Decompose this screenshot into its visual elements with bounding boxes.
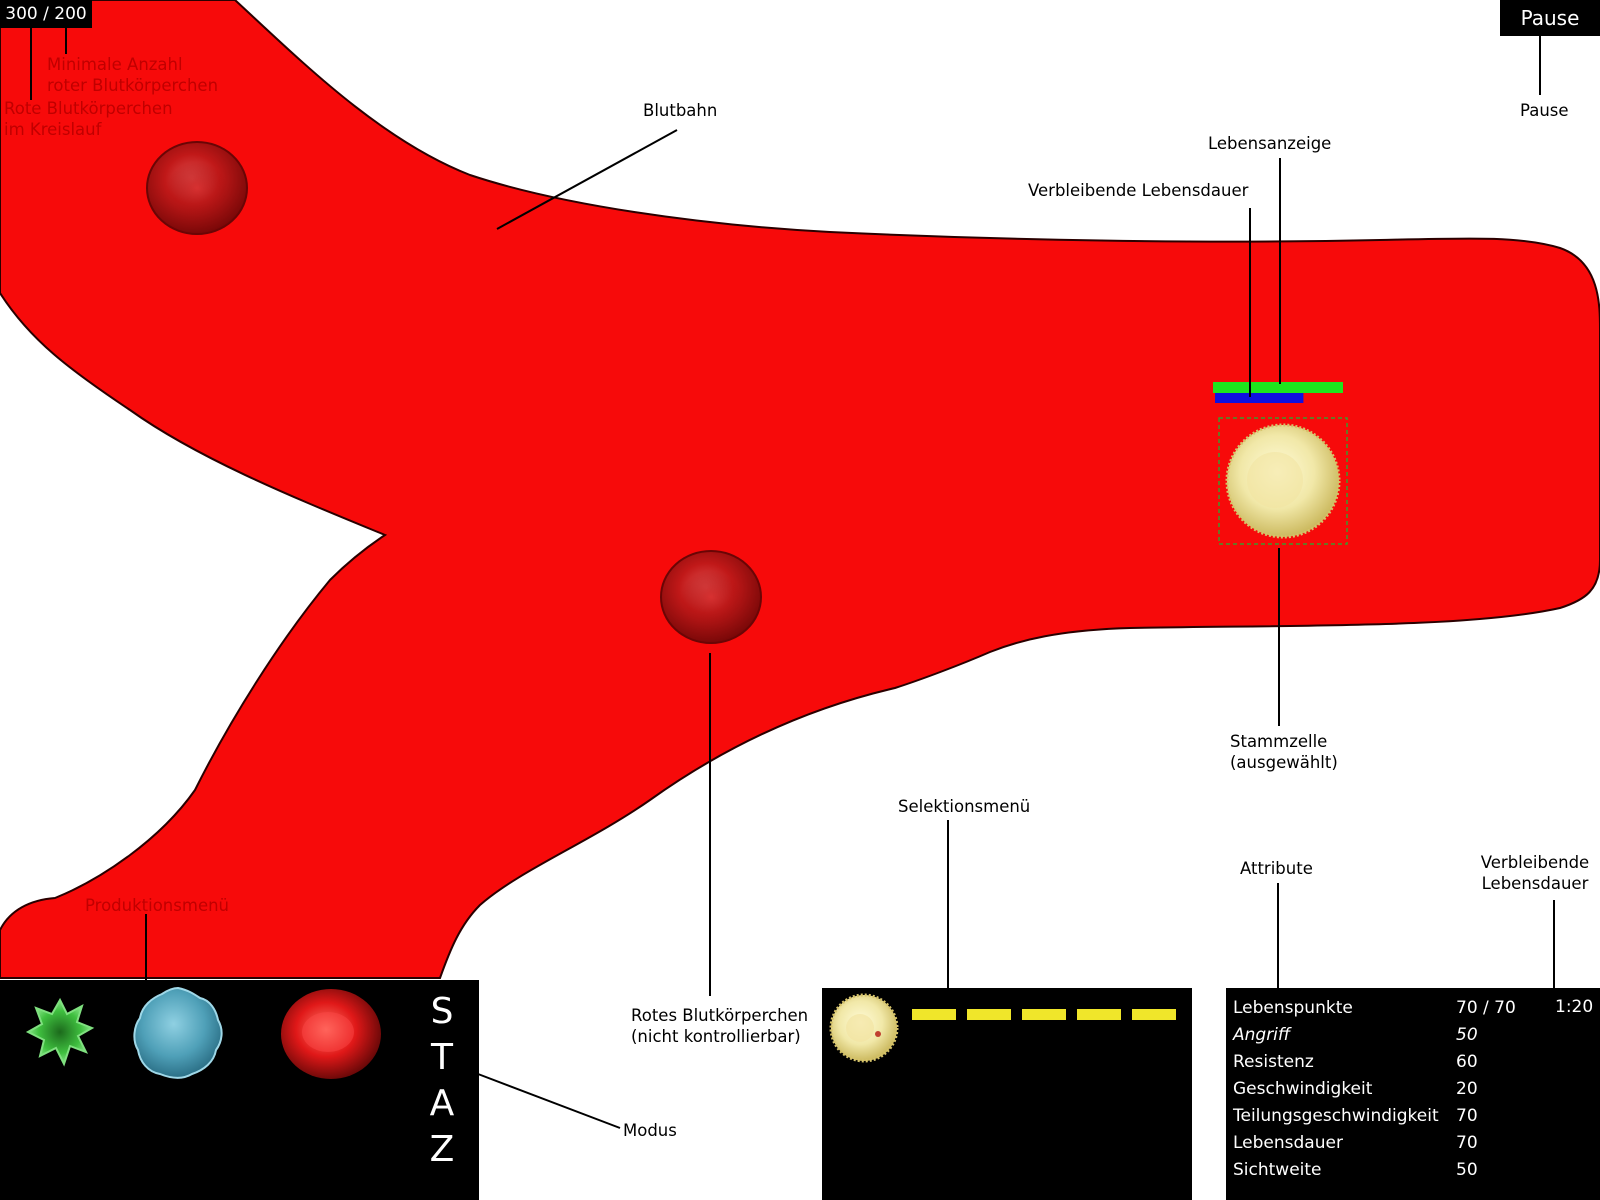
attribute-value: 70 / 70 [1456,998,1516,1018]
health-bar [1213,382,1343,393]
mode-letter[interactable]: S [430,991,454,1032]
red-blood-cell [660,550,762,644]
queue-slot[interactable] [967,1009,1011,1020]
attribute-name: Resistenz [1233,1052,1314,1072]
label-bloodstream: Blutbahn [643,101,718,120]
stem-cell-selected[interactable] [1218,417,1348,545]
label-red-blood-cell: Rotes Blutkörperchen (nicht kontrollierb… [631,1006,809,1046]
red-blood-cell [146,141,248,235]
pause-button[interactable]: Pause [1500,0,1600,36]
mode-letter[interactable]: T [431,1037,453,1078]
red-blood-cell-icon[interactable] [278,986,384,1082]
attribute-row: Resistenz 60 [1233,1049,1593,1076]
attribute-name: Sichtweite [1233,1160,1322,1180]
attribute-value: 60 [1456,1052,1478,1072]
mode-letter[interactable]: Z [429,1129,455,1170]
label-remaining-lifetime-bar: Verbleibende Lebensdauer [1028,181,1249,200]
attribute-value: 70 [1456,1133,1478,1153]
attribute-value: 50 [1456,1025,1478,1045]
label-min-rbc: Minimale Anzahl roter Blutkörperchen [47,55,219,95]
queue-slot[interactable] [1077,1009,1121,1020]
attribute-value: 70 [1456,1106,1478,1126]
attributes-panel [1226,988,1600,1200]
stem-cell-icon[interactable] [826,990,902,1066]
attribute-value: 50 [1456,1160,1478,1180]
queue-slot[interactable] [1132,1009,1176,1020]
time-remaining: 1:20 [1555,997,1594,1017]
mode-letter[interactable]: A [429,1083,455,1124]
attribute-name: Angriff [1233,1025,1291,1045]
attribute-row: Lebensdauer 70 [1233,1130,1593,1157]
label-attributes: Attribute [1240,859,1313,878]
label-stem-cell: Stammzelle (ausgewählt) [1230,732,1338,772]
attribute-name: Teilungsgeschwindigkeit [1233,1106,1439,1126]
remaining-lifetime-bar [1215,393,1304,403]
label-rbc-in-circulation: Rote Blutkörperchen im Kreislauf [4,99,173,139]
label-selection-menu: Selektionsmenü [898,797,1031,816]
attribute-name: Lebenspunkte [1233,998,1353,1018]
queue-slot[interactable] [912,1009,956,1020]
green-cell-icon[interactable] [20,992,100,1072]
label-health-bar: Lebensanzeige [1208,134,1332,153]
attribute-value: 20 [1456,1079,1478,1099]
label-production-menu: Produktionsmenü [85,896,230,915]
attribute-row: Lebenspunkte 70 / 70 [1233,995,1593,1022]
attribute-row: Teilungsgeschwindigkeit 70 [1233,1103,1593,1130]
attribute-name: Geschwindigkeit [1233,1079,1373,1099]
attribute-row: Geschwindigkeit 20 [1233,1076,1593,1103]
attribute-row: Angriff 50 [1233,1022,1593,1049]
rbc-counter: 300 / 200 [0,0,92,28]
selection-menu [822,988,1192,1200]
attribute-name: Lebensdauer [1233,1133,1343,1153]
selection-box [1218,417,1348,545]
blue-cell-icon[interactable] [128,982,228,1082]
attribute-row: Sichtweite 50 [1233,1157,1593,1184]
label-mode: Modus [623,1121,677,1140]
queue-slot[interactable] [1022,1009,1066,1020]
label-remaining-lifetime: Verbleibende Lebensdauer [1480,853,1590,893]
annotation-lines [30,28,1555,1129]
label-pause: Pause [1520,101,1569,120]
bloodstream [0,0,1600,979]
